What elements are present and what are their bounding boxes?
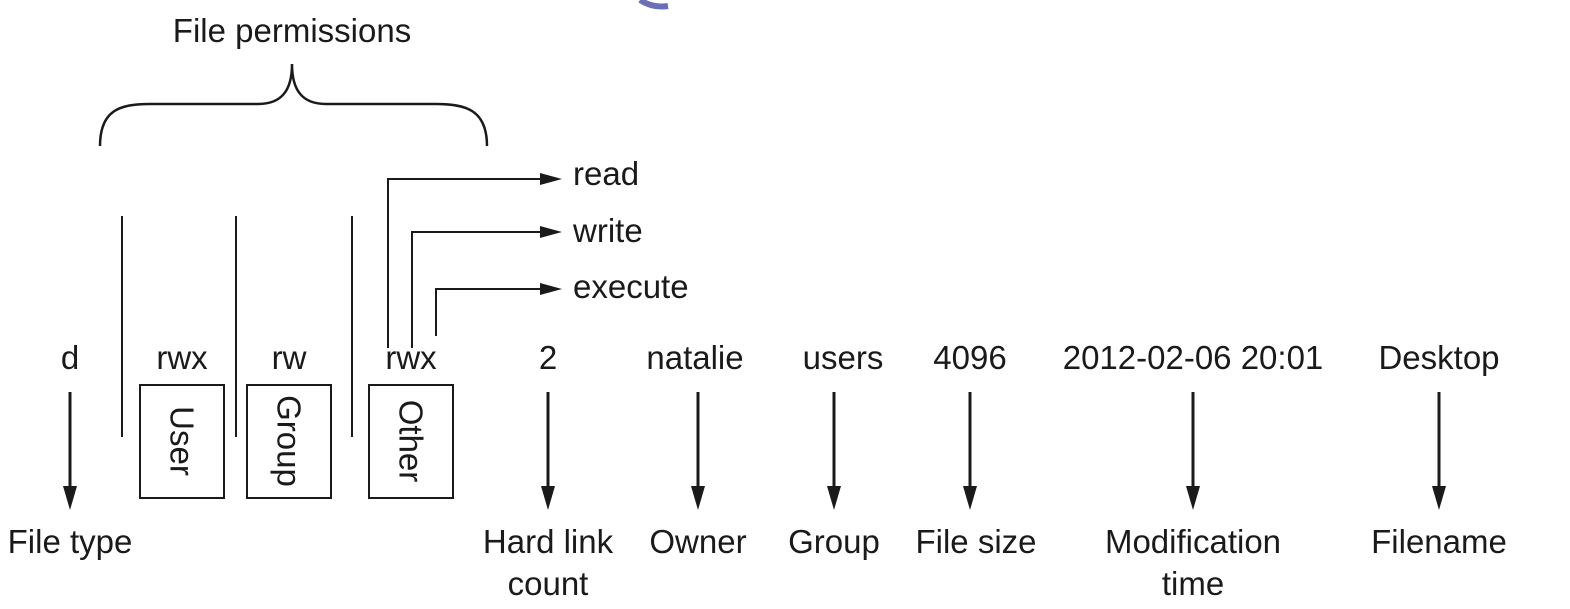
size-value: 4096: [933, 339, 1006, 376]
mtime-label-line2: time: [1162, 565, 1224, 602]
hard-link-arrow: [541, 392, 555, 510]
file-type-label: File type: [8, 523, 133, 560]
hard-link-label-line1: Hard link: [483, 523, 614, 560]
owner-label: Owner: [649, 523, 746, 560]
execute-connector: [435, 283, 562, 336]
file-size-arrow: [963, 392, 977, 510]
file-permissions-title: File permissions: [173, 12, 411, 49]
group-box-label: Group: [271, 395, 308, 487]
write-label: write: [572, 212, 643, 249]
read-connector: [387, 173, 562, 348]
other-box: Other: [368, 384, 454, 499]
user-perms-value: rwx: [156, 339, 208, 376]
group-label: Group: [788, 523, 880, 560]
top-edge-fragment: [638, 0, 669, 10]
file-type-arrow: [63, 392, 77, 510]
group-box: Group: [246, 384, 332, 499]
hard-link-label-line2: count: [508, 565, 589, 602]
arrowhead: [540, 226, 562, 238]
file-permissions-brace: [98, 63, 489, 147]
arrowhead: [540, 283, 562, 295]
arrowhead: [540, 173, 562, 185]
read-label: read: [573, 155, 639, 192]
user-box: User: [139, 384, 225, 499]
filename-arrow: [1432, 392, 1446, 510]
group-arrow: [827, 392, 841, 510]
file-size-label: File size: [915, 523, 1036, 560]
other-perms-value: rwx: [385, 339, 437, 376]
user-box-label: User: [164, 406, 201, 476]
mtime-value: 2012-02-06 20:01: [1063, 339, 1324, 376]
execute-label: execute: [573, 268, 689, 305]
other-box-label: Other: [393, 400, 430, 483]
mtime-arrow: [1186, 392, 1200, 510]
hard-links-value: 2: [539, 339, 557, 376]
write-connector: [411, 226, 562, 348]
group-value: users: [803, 339, 884, 376]
group-perms-value: rw: [272, 339, 307, 376]
file-type-value: d: [61, 339, 79, 376]
filename-value: Desktop: [1378, 339, 1499, 376]
owner-arrow: [691, 392, 705, 510]
mtime-label-line1: Modification: [1105, 523, 1281, 560]
filename-label: Filename: [1371, 523, 1507, 560]
owner-value: natalie: [646, 339, 743, 376]
